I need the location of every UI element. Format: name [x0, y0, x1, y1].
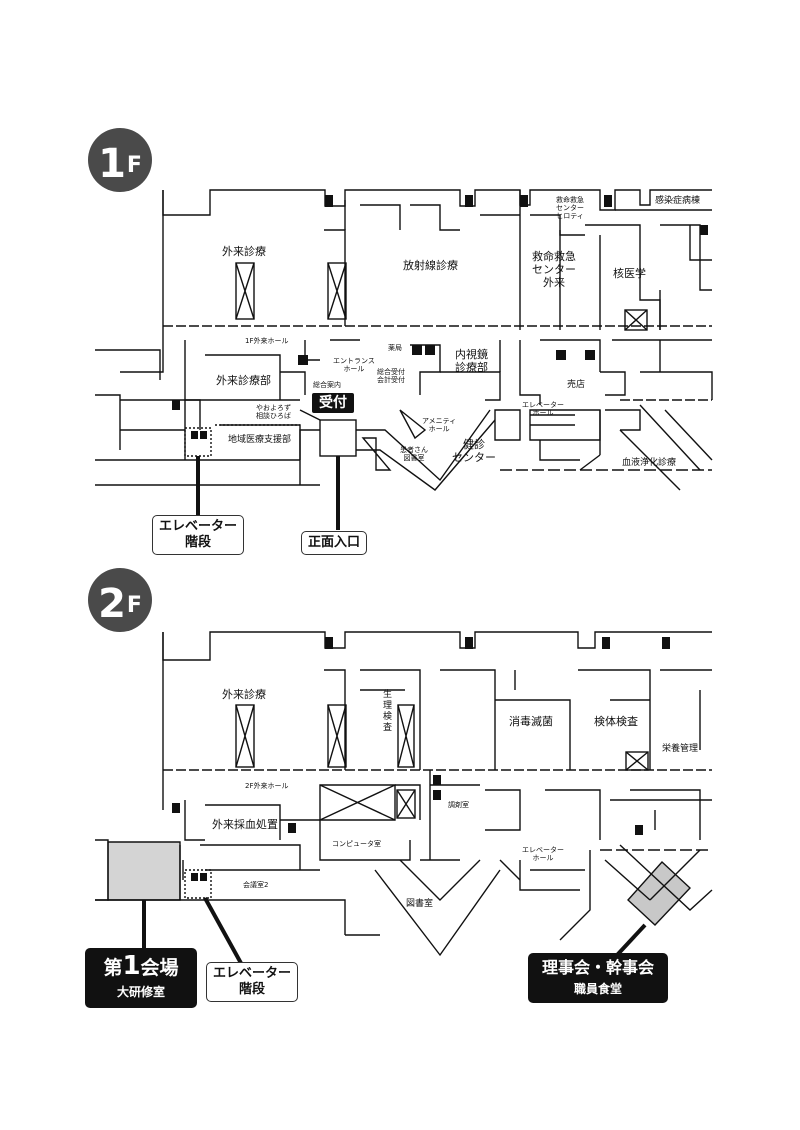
- room-nuclear-medicine: 核医学: [613, 267, 646, 280]
- floor-1-plan-walls: [95, 189, 713, 530]
- room-blood-purification: 血液浄化診療: [622, 458, 677, 468]
- reception-cashier: 総合受付 会計受付: [377, 368, 405, 384]
- health-center: 健診 センター: [452, 438, 496, 464]
- room-outpatient-dept: 外来診療部: [216, 374, 271, 387]
- callout-venue-1: 第1会場 大研修室: [85, 948, 197, 1008]
- board-meeting-room: 職員食堂: [573, 982, 622, 996]
- room-blood-collection: 外来採血処置: [212, 818, 278, 831]
- room-library: 図書室: [406, 899, 434, 909]
- room-emergency-heliport: 救命救急 センター ヒロティ: [556, 196, 584, 220]
- callout-main-entrance: 正面入口: [301, 531, 368, 555]
- hall-2f: 2F外来ホール: [245, 782, 289, 790]
- room-dispensing: 調剤室: [448, 801, 469, 809]
- room-computer: コンピュータ室: [332, 840, 381, 848]
- room-radiology: 放射線診療: [403, 259, 458, 272]
- callout-elevator-stairs-1f: エレベーター 階段: [152, 515, 245, 555]
- room-infectious-ward: 感染症病棟: [655, 196, 701, 206]
- elevator-hall-1f: エレベーター ホール: [522, 401, 564, 417]
- room-regional-support: 地域医療支援部: [228, 435, 292, 445]
- callout-elevator-stairs-2f: エレベーター 階段: [206, 962, 299, 1002]
- shop: 売店: [567, 380, 586, 390]
- room-emergency-outpatient: 救命救急 センター 外来: [532, 250, 576, 289]
- room-sterilization: 消毒滅菌: [509, 715, 553, 728]
- elevator-hall-2f: エレベーター ホール: [522, 846, 564, 862]
- patient-library: 患者さん 図書室: [400, 446, 428, 462]
- room-outpatient: 外来診療: [222, 245, 266, 258]
- room-entrance-hall: エントランス ホール: [333, 357, 375, 373]
- room-outpatient-2f: 外来診療: [222, 688, 266, 701]
- hall-1f: 1F外来ホール: [245, 337, 289, 345]
- amenity-hall: アメニティ ホール: [422, 417, 457, 433]
- callout-board-meeting: 理事会・幹事会 職員食堂: [528, 953, 668, 1003]
- general-info: 総合案内: [313, 381, 341, 389]
- consultation-plaza: やおよろず 相談ひろば: [256, 404, 291, 420]
- venue-1-room: 大研修室: [116, 985, 165, 999]
- reception-label: 受付: [312, 393, 354, 413]
- room-specimen: 検体検査: [594, 715, 638, 728]
- room-nutrition: 栄養管理: [662, 744, 699, 754]
- room-physiology: 生 理 検 査: [383, 690, 393, 733]
- room-endoscopy: 内視鏡 診療部: [455, 348, 488, 374]
- room-meeting-2: 会議室2: [243, 881, 269, 889]
- room-pharmacy: 薬局: [388, 344, 402, 352]
- board-meeting-title: 理事会・幹事会: [541, 958, 654, 977]
